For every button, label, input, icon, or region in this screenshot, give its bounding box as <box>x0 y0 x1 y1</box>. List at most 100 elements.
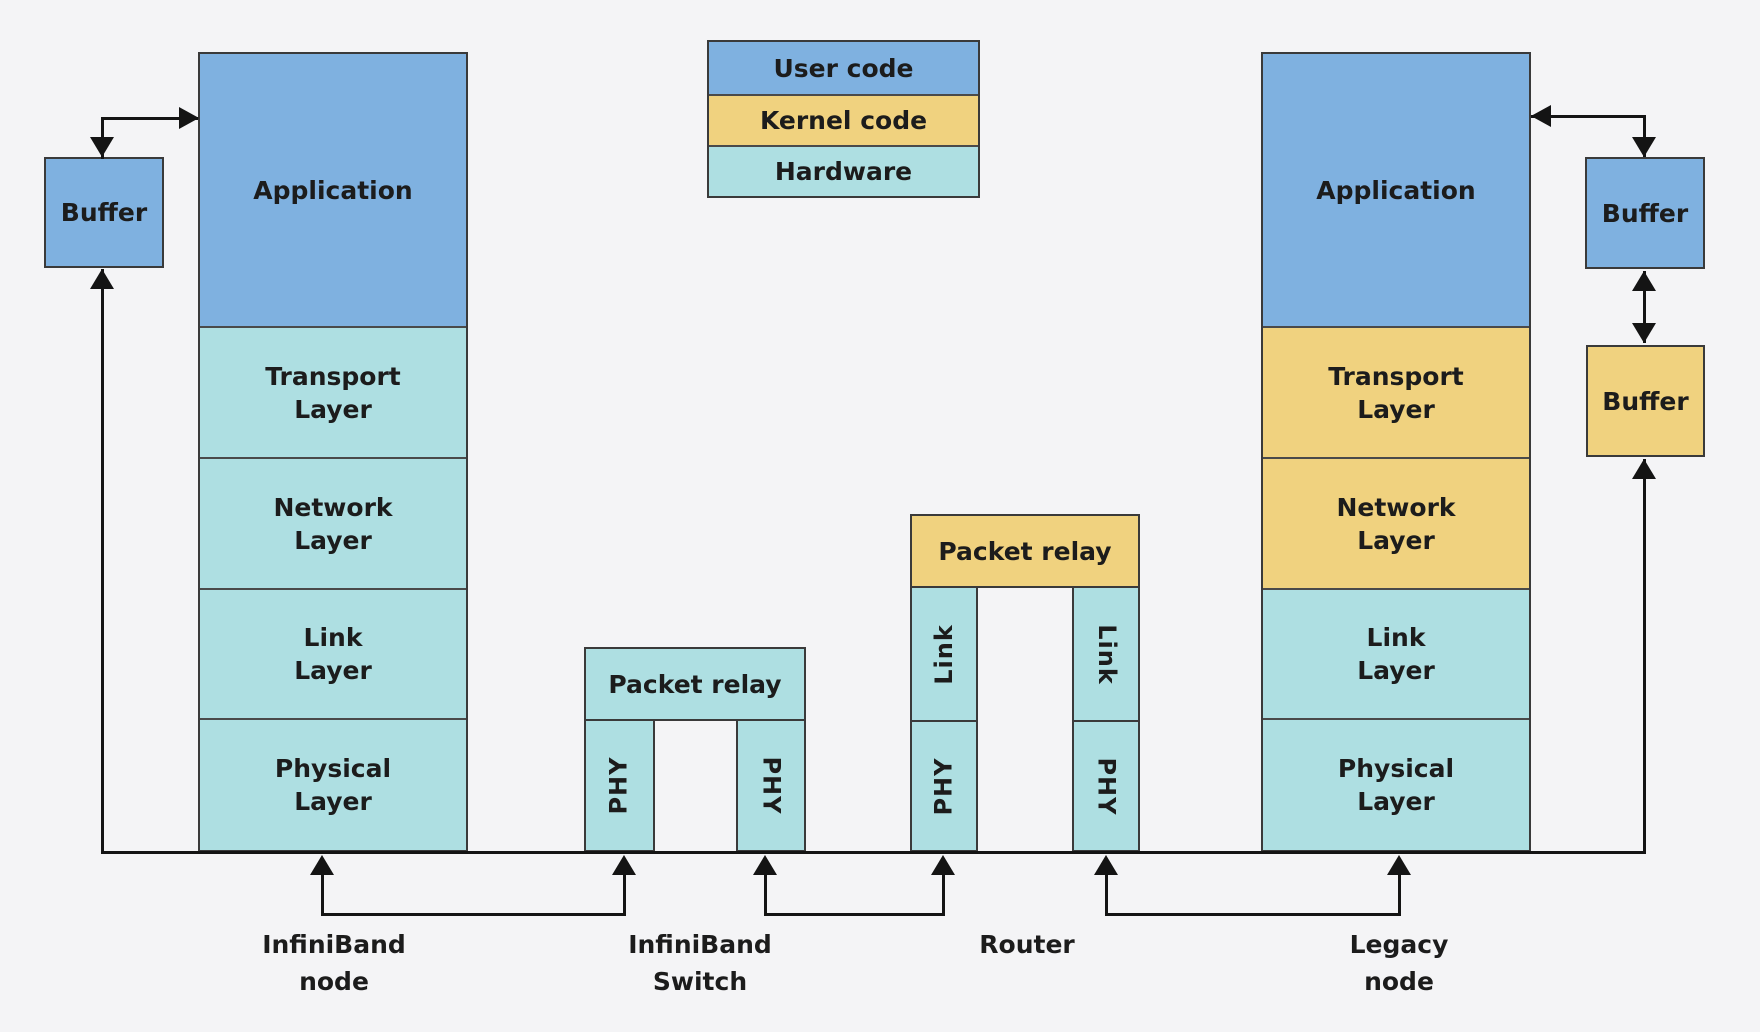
caption-legacy-node-line2: node <box>1364 967 1434 996</box>
caption-infiniband-switch-line1: InfiniBand <box>628 930 772 959</box>
legend-hardware: Hardware <box>709 145 978 196</box>
infiniband-node-network-layer: Network Layer <box>200 457 466 588</box>
arrowhead-up-router-left-icon <box>931 855 955 875</box>
legend-user-code-label: User code <box>773 53 914 83</box>
bracket2-horizontal-line <box>764 913 945 916</box>
link-layer-label-line1: Link <box>303 623 363 652</box>
infiniband-node-buffer-label: Buffer <box>60 198 148 227</box>
bracket3-horizontal-line <box>1105 913 1401 916</box>
link-layer-label-line2: Layer <box>294 656 372 685</box>
router-phy-right: PHY <box>1072 720 1140 852</box>
legacy-link-label-line1: Link <box>1366 623 1426 652</box>
network-layer-label-line1: Network <box>273 492 393 522</box>
application-label: Application <box>253 175 413 205</box>
infiniband-node-physical-layer: Physical Layer <box>200 718 466 850</box>
switch-packet-relay-label: Packet relay <box>608 669 782 699</box>
caption-infiniband-switch-line2: Switch <box>652 967 748 996</box>
legacy-node-network-layer: Network Layer <box>1263 457 1529 588</box>
caption-legacy-node-line1: Legacy <box>1349 930 1449 959</box>
router-link-right-label: Link <box>1092 623 1121 685</box>
caption-legacy-node: Legacy node <box>1279 926 1519 1000</box>
bracket3-right-line <box>1398 873 1401 916</box>
legend-kernel-code: Kernel code <box>709 94 978 145</box>
legacy-application-label: Application <box>1316 175 1476 205</box>
legacy-node-buffer-user: Buffer <box>1585 157 1705 269</box>
router-link-left: Link <box>910 586 978 722</box>
bracket1-horizontal-line <box>321 913 626 916</box>
switch-phy-right-label: PHY <box>757 756 786 815</box>
arrowhead-into-kernel-buffer-bottom-icon <box>1632 459 1656 479</box>
caption-infiniband-node-line1: InfiniBand <box>262 930 406 959</box>
buffer-to-buffer-line <box>1643 271 1646 343</box>
bracket3-left-line <box>1105 873 1108 916</box>
router-phy-right-label: PHY <box>1092 756 1121 816</box>
legacy-buffer-kernel-label: Buffer <box>1602 386 1689 416</box>
infiniband-node-buffer: Buffer <box>44 157 164 268</box>
switch-phy-left-label: PHY <box>605 756 633 815</box>
router-packet-relay-label: Packet relay <box>938 536 1112 566</box>
router-link-right: Link <box>1072 586 1140 722</box>
legacy-node-buffer-kernel: Buffer <box>1586 345 1705 457</box>
right-buffer-to-baseline-line <box>1643 459 1646 852</box>
router-phy-left-label: PHY <box>929 756 958 816</box>
legacy-network-label-line1: Network <box>1336 492 1456 522</box>
right-buffer-top-line <box>1643 115 1646 157</box>
arrowhead-into-left-buffer-top-icon <box>90 137 114 157</box>
right-buffer-to-application-line <box>1531 115 1645 118</box>
caption-infiniband-node-line2: node <box>299 967 369 996</box>
left-buffer-to-application-line <box>101 117 198 120</box>
arrowhead-into-user-buffer-top-icon <box>1632 137 1656 157</box>
infiniband-node-link-layer: Link Layer <box>200 588 466 718</box>
physical-layer-label-line1: Physical <box>274 754 392 783</box>
caption-router: Router <box>907 926 1147 963</box>
legend-kernel-code-label: Kernel code <box>759 106 928 135</box>
legacy-node-physical-layer: Physical Layer <box>1263 718 1529 850</box>
legacy-node-link-layer: Link Layer <box>1263 588 1529 718</box>
physical-layer-label-line2: Layer <box>294 787 372 816</box>
arrowhead-up-switch-left-icon <box>612 855 636 875</box>
baseline-wire <box>101 851 1646 854</box>
legacy-buffer-user-label: Buffer <box>1601 198 1689 228</box>
router-link-left-label: Link <box>929 623 958 685</box>
legacy-node-application: Application <box>1263 54 1529 326</box>
arrowhead-into-application-right-icon <box>1531 105 1551 127</box>
arrowhead-up-node-icon <box>310 855 334 875</box>
legacy-physical-label-line2: Layer <box>1357 787 1435 816</box>
infiniband-node-transport-layer: Transport Layer <box>200 326 466 457</box>
legacy-transport-label-line2: Layer <box>1357 394 1435 424</box>
arrowhead-up-legacy-icon <box>1387 855 1411 875</box>
arrowhead-up-switch-right-icon <box>753 855 777 875</box>
arrowhead-up-router-right-icon <box>1094 855 1118 875</box>
caption-infiniband-node: InfiniBand node <box>214 926 454 1000</box>
legacy-physical-label-line1: Physical <box>1337 754 1455 783</box>
arrowhead-into-application-left-icon <box>179 107 199 129</box>
legend: User code Kernel code Hardware <box>707 40 980 198</box>
switch-packet-relay: Packet relay <box>584 647 806 721</box>
bracket2-left-line <box>764 873 767 916</box>
arrowhead-buffer-link-down-icon <box>1632 323 1656 343</box>
legacy-node-transport-layer: Transport Layer <box>1263 326 1529 457</box>
bracket1-left-line <box>321 873 324 916</box>
legacy-link-label-line2: Layer <box>1357 656 1435 685</box>
arrowhead-buffer-link-up-icon <box>1632 271 1656 291</box>
left-buffer-to-baseline-line <box>101 269 104 852</box>
router-packet-relay: Packet relay <box>910 514 1140 588</box>
transport-layer-label-line1: Transport <box>265 361 401 391</box>
legacy-network-label-line2: Layer <box>1357 525 1435 555</box>
router-phy-left: PHY <box>910 720 978 852</box>
switch-phy-right: PHY <box>736 719 806 852</box>
transport-layer-label-line2: Layer <box>294 394 372 424</box>
infiniband-node-stack: Application Transport Layer Network Laye… <box>198 52 468 852</box>
caption-infiniband-switch: InfiniBand Switch <box>580 926 820 1000</box>
legend-hardware-label: Hardware <box>774 157 913 186</box>
legacy-node-stack: Application Transport Layer Network Laye… <box>1261 52 1531 852</box>
bracket2-right-line <box>942 873 945 916</box>
infiniband-node-application: Application <box>200 54 466 326</box>
bracket1-right-line <box>623 873 626 916</box>
network-layer-label-line2: Layer <box>294 525 372 555</box>
legend-user-code: User code <box>709 42 978 94</box>
switch-phy-left: PHY <box>584 719 655 852</box>
caption-router-line1: Router <box>979 930 1075 959</box>
arrowhead-into-left-buffer-bottom-icon <box>90 269 114 289</box>
